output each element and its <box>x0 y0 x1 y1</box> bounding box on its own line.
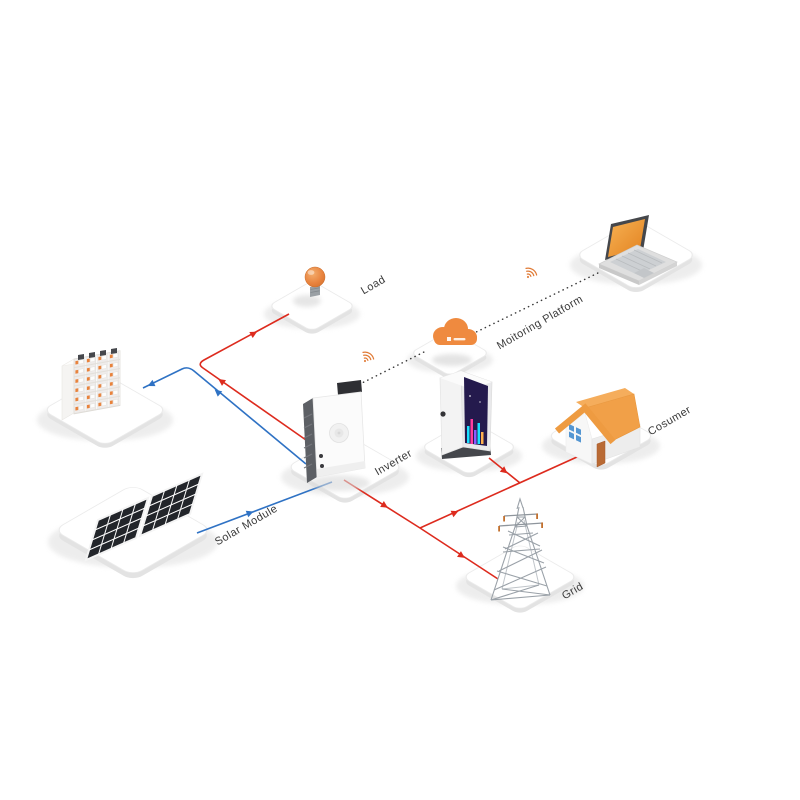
wifi-signal-icon <box>521 265 539 282</box>
wifi-signal-icon <box>358 349 376 366</box>
connection-inverter-battery <box>142 367 307 465</box>
inverter-icon <box>303 380 370 491</box>
cloud-icon <box>432 318 477 366</box>
battery-cabinet-icon <box>439 370 493 459</box>
light-bulb-icon <box>293 266 326 307</box>
flow-arrows <box>147 331 508 558</box>
solar-panel-icon <box>86 474 202 560</box>
battery-rack-icon <box>61 348 120 421</box>
laptop-icon <box>598 215 678 285</box>
transmission-tower-icon <box>490 497 551 601</box>
connection-inverter-load <box>199 313 307 441</box>
house-icon <box>554 388 641 468</box>
connection-cloud-laptop-dotted <box>467 271 601 337</box>
connection-solar-inverter <box>196 481 333 534</box>
